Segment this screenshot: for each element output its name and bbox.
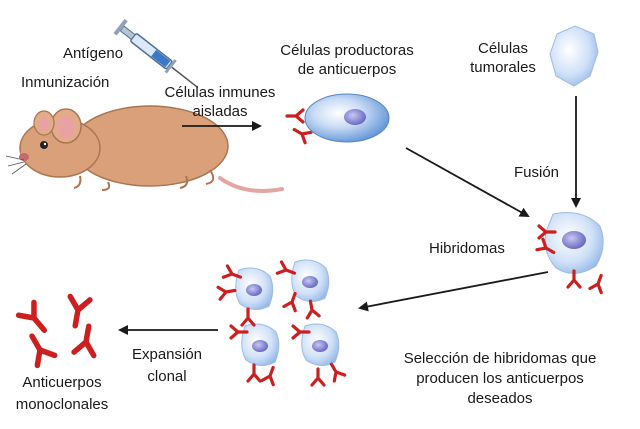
monoclonal-line2: monoclonales bbox=[15, 396, 109, 413]
arrow-cells-to-hybridoma bbox=[405, 147, 530, 217]
producer-cells-label: Células productoras de anticuerpos bbox=[262, 41, 432, 79]
selection-line1: Selección de hibridomas que bbox=[403, 350, 597, 367]
isolated-cells-label: Células inmunes aisladas bbox=[150, 83, 290, 121]
process-arrows bbox=[118, 96, 581, 335]
hybridoma-cluster bbox=[216, 259, 347, 387]
hybridomas-label: Hibridomas bbox=[429, 240, 505, 257]
expansion-line1: Expansión bbox=[131, 346, 203, 363]
fusion-label: Fusión bbox=[514, 164, 560, 181]
arrow-selection bbox=[358, 271, 549, 312]
producer-cells-line1: Células productoras bbox=[280, 42, 414, 59]
selection-label: Selección de hibridomas que producen los… bbox=[370, 349, 630, 409]
antigen-label: Antígeno bbox=[63, 45, 124, 62]
producer-cells-line2: de anticuerpos bbox=[297, 61, 397, 78]
mouse-icon bbox=[5, 105, 284, 193]
tumor-cells-line2: tumorales bbox=[470, 59, 536, 76]
monoclonal-line1: Anticuerpos bbox=[22, 374, 102, 391]
selection-line2: producen los anticuerpos bbox=[416, 370, 584, 387]
monoclonal-label: Anticuerpos monoclonales bbox=[0, 372, 124, 416]
selection-line3: deseados bbox=[467, 390, 533, 407]
expansion-label: Expansión clonal bbox=[122, 344, 212, 388]
immunization-label: Inmunización bbox=[21, 74, 110, 91]
isolated-cells-line2: aisladas bbox=[192, 103, 248, 120]
tumor-cells-line1: Células bbox=[477, 40, 529, 57]
hybridoma-cell-icon bbox=[535, 212, 609, 295]
syringe-icon bbox=[113, 18, 199, 89]
tumor-cell-icon bbox=[549, 25, 599, 87]
tumor-cells-label: Células tumorales bbox=[458, 39, 548, 77]
isolated-cells-line1: Células inmunes bbox=[164, 84, 276, 101]
expansion-line2: clonal bbox=[147, 368, 187, 385]
antibody-icon bbox=[19, 296, 99, 365]
b-cell-icon bbox=[304, 93, 390, 143]
